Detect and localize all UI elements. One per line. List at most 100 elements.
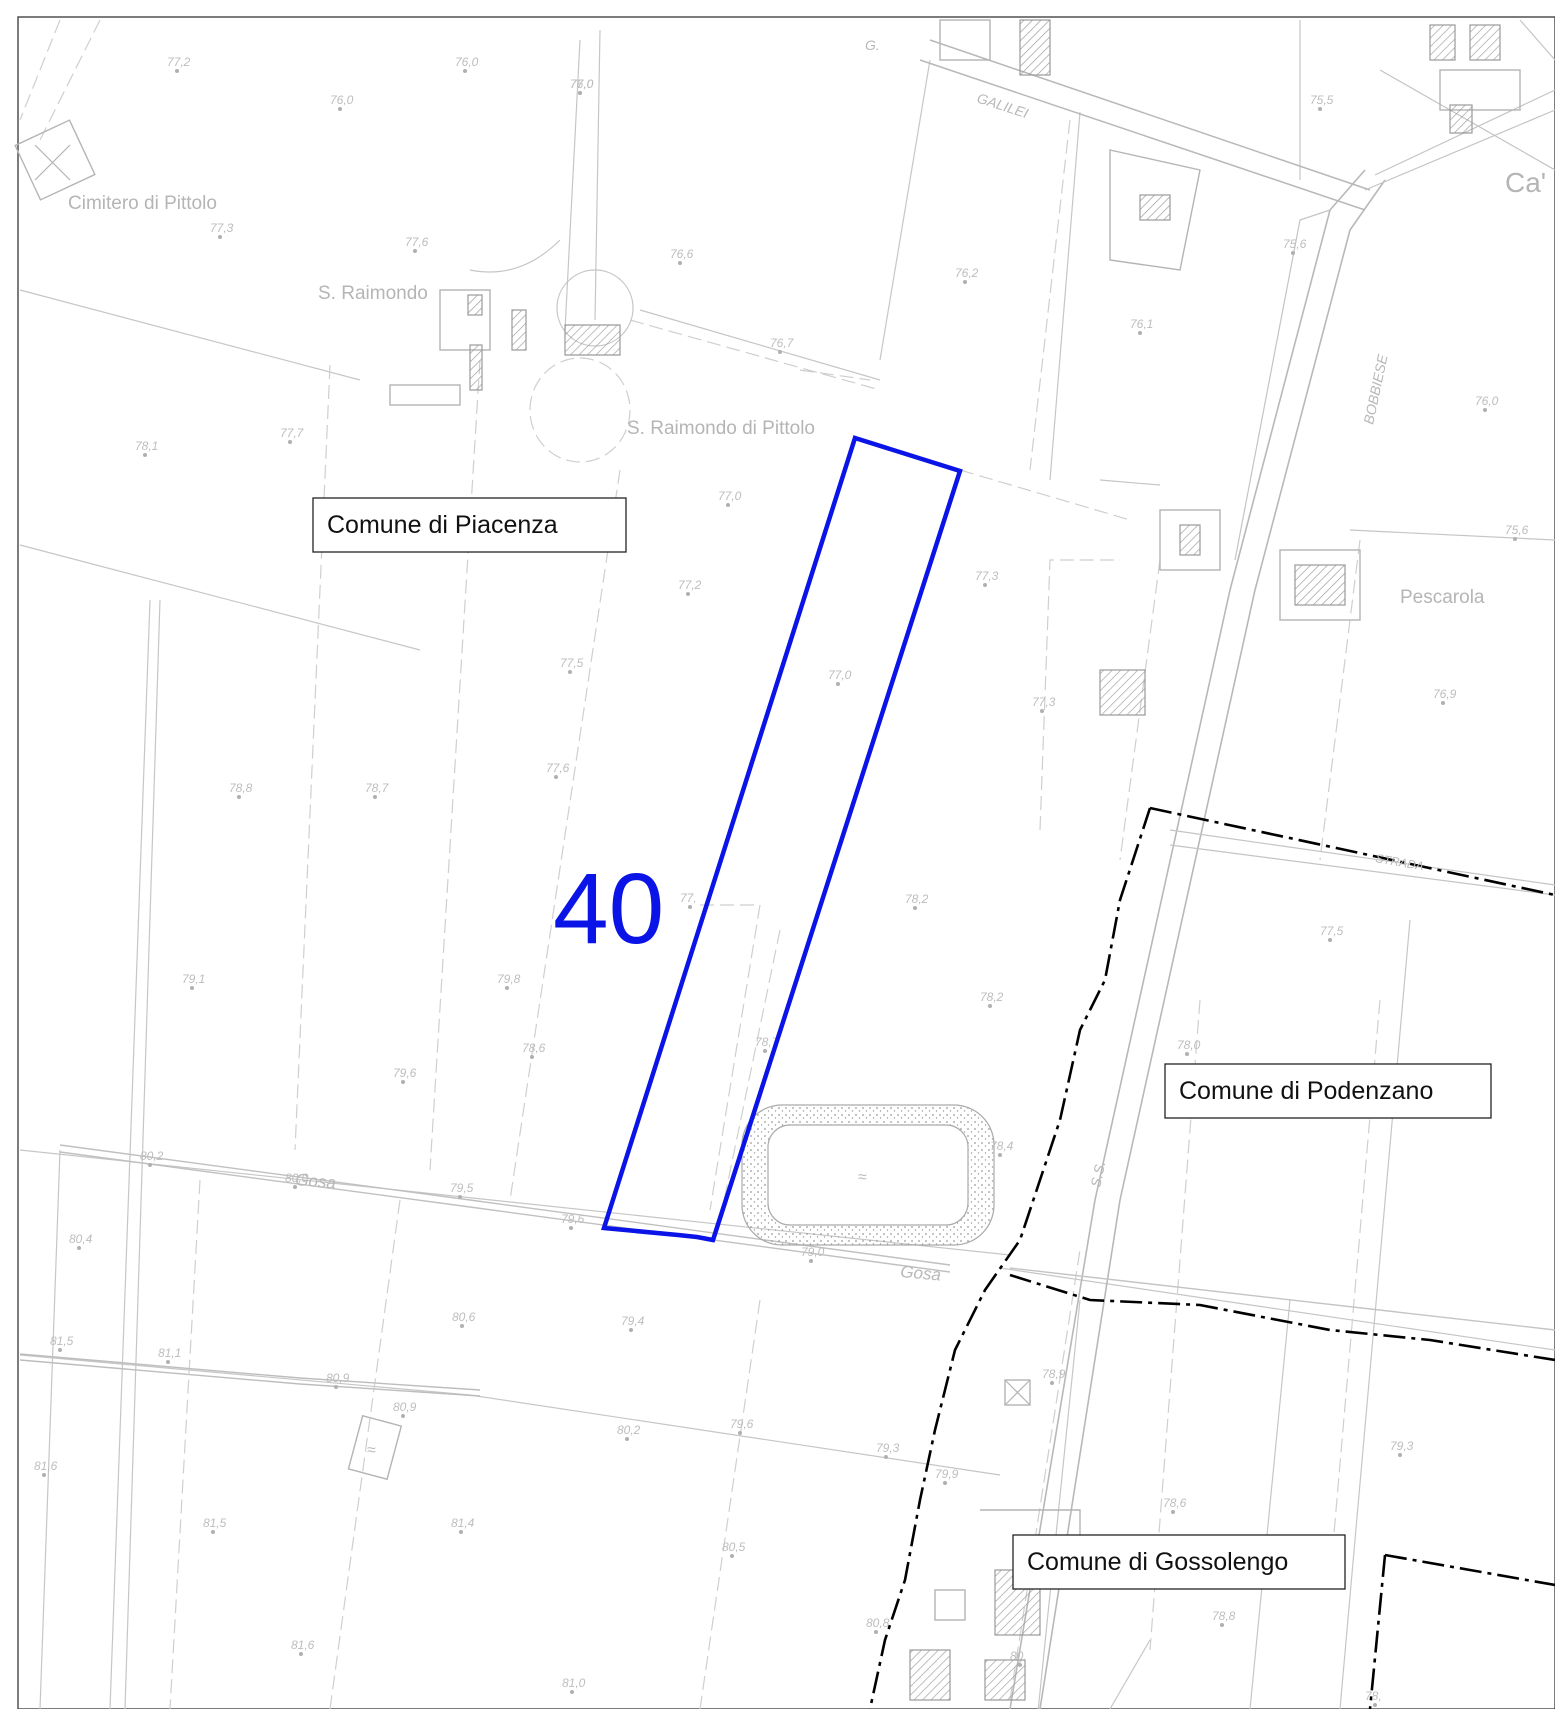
road-name: Gosa [900,1262,942,1284]
spot-height-point [1328,938,1332,942]
spot-height-point [569,1226,573,1230]
spot-height-label: 79,6 [393,1066,417,1080]
place-name: Ca' [1505,167,1546,198]
spot-height-point [338,107,342,111]
spot-height-label: 76,9 [1433,687,1457,701]
spot-height-point [459,1530,463,1534]
spot-height-label: 76,7 [770,336,795,350]
spot-height-point [530,1055,534,1059]
spot-height-label: 79,6 [561,1212,585,1226]
spot-height-point [678,261,682,265]
pond: ≈ ≈ [367,1104,995,1459]
spot-height-point [1050,1381,1054,1385]
place-name: Pescarola [1400,587,1485,608]
spot-height-label: 80,0 [285,1171,309,1185]
svg-text:≈: ≈ [858,1169,867,1186]
spot-height-point [175,69,179,73]
spot-height-label: 76,0 [1475,394,1499,408]
spot-height-point [763,1049,767,1053]
municipality-label-podenzano: Comune di Podenzano [1164,1063,1492,1119]
spot-height-label: 77, [680,891,697,905]
spot-height-point [505,986,509,990]
map-border [17,16,1555,1709]
spot-height-point [218,235,222,239]
spot-height-point [334,1385,338,1389]
main-road [919,39,1555,1709]
spot-height-label: 76,2 [955,266,979,280]
spot-height-label: 75,6 [1505,523,1529,537]
spot-height-label: 81,6 [291,1638,315,1652]
spot-height-point [726,503,730,507]
parcel-number: 40 [553,853,664,965]
spot-height-point [211,1530,215,1534]
spot-height-label: 79,0 [801,1245,825,1259]
spot-height-label: 76,0 [455,55,479,69]
place-names: Cimitero di Pittolo S. Raimondo S. Raimo… [68,167,1546,608]
spot-height-point [730,1554,734,1558]
parcel-outline[interactable] [601,435,963,1243]
spot-height-point [401,1080,405,1084]
parcel-40[interactable]: 40 [553,435,963,1243]
spot-height-label: 79,8 [497,972,521,986]
spot-height-point [578,91,582,95]
spot-height-point [460,1324,464,1328]
spot-height-point [998,1153,1002,1157]
spot-height-label: 77,6 [546,761,570,775]
spot-height-point [1483,408,1487,412]
spot-height-point [884,1455,888,1459]
spot-height-label: 78,2 [905,892,929,906]
spot-height-label: 77,0 [570,77,594,91]
spot-height-label: 78,9 [1042,1367,1066,1381]
spot-height-label: 77,6 [405,235,429,249]
municipality-name: Comune di Podenzano [1179,1077,1433,1105]
spot-height-point [148,1163,152,1167]
municipality-name: Comune di Gossolengo [1027,1548,1288,1576]
road-name: Gosa [295,1170,337,1192]
spot-height-point [293,1185,297,1189]
spot-height-label: 81,5 [50,1334,74,1348]
spot-height-point [809,1259,813,1263]
spot-height-point [1398,1453,1402,1457]
dashed-field-lines [19,19,1381,1709]
spot-height-label: 78,1 [135,439,158,453]
spot-height-point [988,1004,992,1008]
spot-height-label: 79,6 [730,1417,754,1431]
spot-height-label: 80,2 [617,1423,641,1437]
svg-text:≈: ≈ [367,1442,376,1459]
spot-height-label: 80,9 [326,1371,350,1385]
spot-height-label: 76,0 [570,77,594,91]
spot-height-label: 79,3 [876,1441,900,1455]
spot-height-label: 78,0 [1177,1038,1201,1052]
spot-height-point [1220,1623,1224,1627]
spot-height-point [401,1414,405,1418]
spot-height-label: 81,5 [203,1516,227,1530]
spot-height-point [1171,1510,1175,1514]
spot-height-point [686,592,690,596]
municipality-name: Comune di Piacenza [327,511,558,539]
spot-height-point [570,1690,574,1694]
spot-height-point [625,1437,629,1441]
spot-height-label: 76,1 [1130,317,1153,331]
spot-height-label: 78,7 [365,781,390,795]
spot-height-label: 77,5 [1320,924,1344,938]
spot-height-label: 81,4 [451,1516,475,1530]
spot-height-label: 78,4 [990,1139,1014,1153]
spot-height-point [943,1481,947,1485]
spot-height-point [237,795,241,799]
spot-height-point [1185,1052,1189,1056]
spot-height-point [58,1348,62,1352]
spot-height-point [1513,537,1517,541]
spot-height-label: 78,8 [1212,1609,1236,1623]
spot-height-label: 76,6 [670,247,694,261]
spot-height-label: 81,0 [562,1676,586,1690]
spot-height-point [874,1630,878,1634]
spot-height-point [190,986,194,990]
spot-height-point [568,670,572,674]
spot-height-label: 79,9 [935,1467,959,1481]
spot-height-label: 77,0 [828,668,852,682]
spot-height-point [629,1328,633,1332]
spot-height-point [738,1431,742,1435]
spot-height-label: 78, [1365,1689,1382,1703]
